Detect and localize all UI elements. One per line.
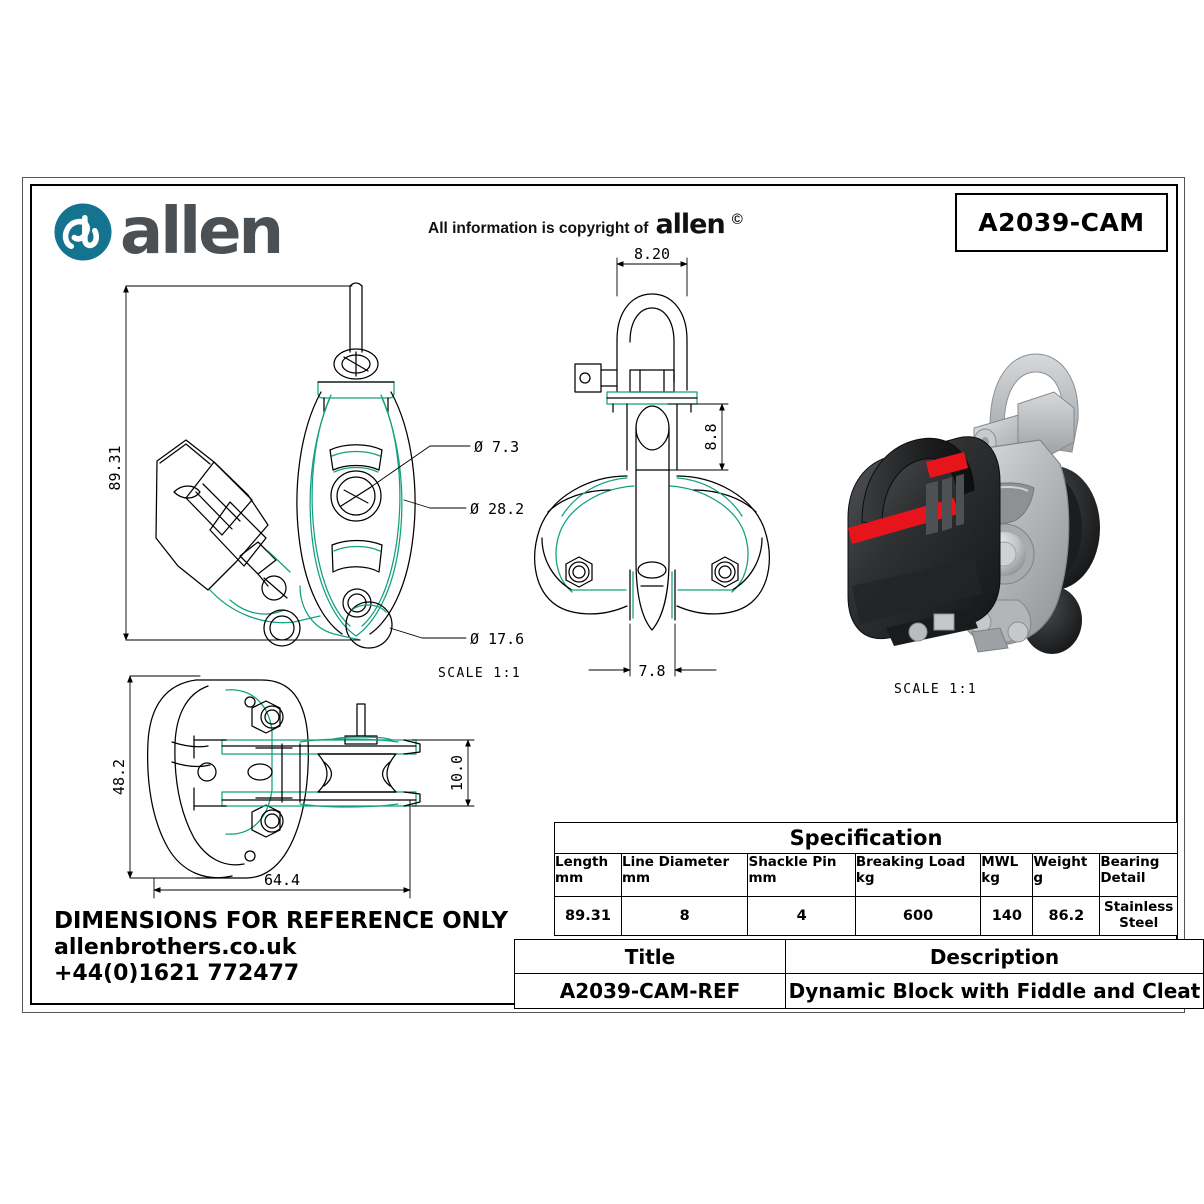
spec-header-length: Length mm [554, 853, 622, 897]
title-block: Title Description A2039-CAM-REF Dynamic … [514, 939, 1204, 1009]
title-block-value-row: A2039-CAM-REF Dynamic Block with Fiddle … [514, 973, 1204, 1009]
spec-header-bearing-unit: Detail [1100, 870, 1146, 887]
copyright-text: All information is copyright of [428, 220, 649, 237]
sheet-outer-border [22, 177, 1185, 1013]
spec-value-row: 89.31 8 4 600 140 86.2 Stainless Steel [554, 896, 1178, 936]
specification-table: Specification Length mm Line Diameter mm… [554, 822, 1178, 936]
spec-header-shackle-pin-name: Shackle Pin [748, 854, 837, 870]
spec-value-bearing-detail: Stainless Steel [1099, 896, 1178, 936]
title-block-title-header: Title [514, 939, 786, 974]
spec-header-length-unit: mm [555, 870, 584, 887]
allen-logo-mark-icon [54, 203, 112, 261]
spec-header-mwl-name: MWL [981, 854, 1019, 870]
notes-website: allenbrothers.co.uk [54, 935, 297, 961]
spec-header-weight: Weight g [1032, 853, 1101, 897]
title-block-title-value: A2039-CAM-REF [514, 973, 786, 1009]
spec-header-shackle-pin: Shackle Pin mm [747, 853, 856, 897]
spec-header-bearing-name: Bearing [1100, 854, 1160, 870]
title-block-description-value: Dynamic Block with Fiddle and Cleat [785, 973, 1204, 1009]
scale-label-isometric: SCALE 1:1 [894, 682, 978, 697]
spec-value-mwl: 140 [980, 896, 1034, 936]
copyright-symbol-icon: © [731, 211, 743, 228]
reference-notes: DIMENSIONS FOR REFERENCE ONLY allenbroth… [54, 908, 508, 987]
spec-header-weight-unit: g [1033, 870, 1044, 887]
spec-header-line-diameter-unit: mm [621, 870, 651, 887]
spec-header-breaking-load: Breaking Load kg [854, 853, 982, 897]
spec-value-breaking-load: 600 [854, 896, 982, 936]
spec-header-weight-name: Weight [1033, 854, 1088, 870]
spec-header-row: Length mm Line Diameter mm Shackle Pin m… [554, 853, 1178, 897]
spec-header-shackle-pin-unit: mm [748, 870, 777, 887]
spec-header-bearing-detail: Bearing Detail [1099, 853, 1178, 897]
scale-label-front: SCALE 1:1 [438, 666, 522, 681]
copyright-notice: All information is copyright of allen © [428, 209, 743, 240]
spec-value-shackle-pin: 4 [747, 896, 856, 936]
allen-logo-wordmark: allen [120, 195, 284, 269]
isometric-render [847, 353, 1100, 654]
notes-phone: +44(0)1621 772477 [54, 961, 300, 987]
spec-header-breaking-load-unit: kg [855, 870, 875, 887]
notes-disclaimer: DIMENSIONS FOR REFERENCE ONLY [54, 908, 508, 934]
spec-title: Specification [554, 822, 1178, 854]
title-block-header-row: Title Description [514, 939, 1204, 974]
spec-header-line-diameter-name: Line Diameter [621, 854, 730, 870]
allen-logo: allen [52, 195, 284, 269]
part-number-value: A2039-CAM [978, 208, 1145, 237]
spec-header-breaking-load-name: Breaking Load [855, 854, 966, 870]
spec-value-weight: 86.2 [1032, 896, 1101, 936]
spec-header-mwl-unit: kg [981, 870, 1000, 887]
spec-header-mwl: MWL kg [980, 853, 1034, 897]
spec-value-length: 89.31 [554, 896, 622, 936]
copyright-brand: allen [655, 209, 725, 240]
title-block-description-header: Description [785, 939, 1204, 974]
spec-value-line-diameter: 8 [620, 896, 749, 936]
part-number-box: A2039-CAM [955, 193, 1168, 252]
spec-header-line-diameter: Line Diameter mm [620, 853, 749, 897]
spec-header-length-name: Length [555, 854, 609, 870]
spec-title-row: Specification [554, 822, 1178, 854]
